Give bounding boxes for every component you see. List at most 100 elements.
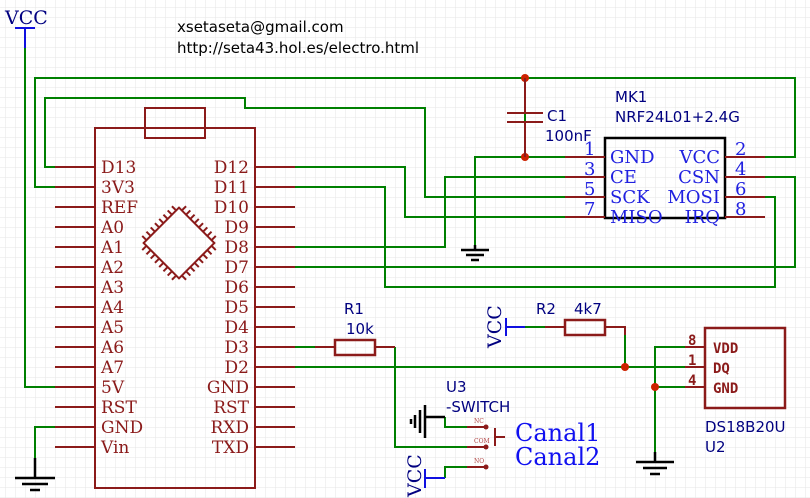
pin-label-left: D13 — [101, 158, 136, 178]
pin-label-right: D2 — [225, 358, 249, 378]
pin-number: 1 — [688, 353, 696, 369]
r1-ref: R1 — [344, 300, 364, 318]
u2-value: DS18B20U — [705, 418, 786, 436]
pin-label-left: A5 — [100, 318, 124, 338]
pin-label-left: A0 — [100, 218, 124, 238]
wire-vcc-5v — [24, 48, 55, 388]
pin-label-left: A3 — [100, 278, 124, 298]
pin-label-left: A6 — [100, 338, 124, 358]
r2-value: 4k7 — [574, 300, 602, 318]
pin-number: 8 — [735, 199, 746, 220]
pin-name: MOSI — [667, 187, 720, 208]
pin-label-left: REF — [101, 198, 138, 218]
wire-vdd-gnd — [654, 346, 685, 388]
pin-name: CE — [610, 167, 637, 188]
pin-label-right: D12 — [214, 158, 249, 178]
wire-arduino-gnd — [34, 426, 55, 458]
switch-u3[interactable]: U3 -SWITCH NC COM NO Canal1 Canal2 VCC — [404, 378, 600, 498]
wire-d12-miso — [295, 166, 565, 218]
mk1-ref: MK1 — [615, 88, 647, 106]
r1-value: 10k — [346, 320, 374, 338]
pin-label-left: A7 — [100, 358, 124, 378]
mk1-value: NRF24L01+2.4G — [615, 108, 740, 126]
c1-value: 100nF — [545, 127, 592, 145]
pin-name: IRQ — [685, 207, 720, 228]
pin-name: NO — [474, 458, 484, 465]
u2-ref: U2 — [705, 438, 726, 456]
wire-d13-sck — [44, 97, 565, 198]
r2-ref: R2 — [536, 300, 556, 318]
pin-label-left: 5V — [101, 378, 125, 398]
capacitor-c1[interactable]: C1 100nF — [507, 78, 592, 157]
vcc-label: VCC — [484, 305, 506, 349]
pin-name: GND — [610, 147, 655, 168]
wire-r1-com — [394, 347, 467, 448]
wire-ce-d8 — [295, 176, 565, 248]
pin-label-left: A1 — [100, 238, 124, 258]
pin-label-right: D11 — [214, 178, 249, 198]
pin-label-left: GND — [101, 418, 143, 438]
pin-name: COM — [474, 438, 490, 445]
wire-mosi-d11 — [295, 186, 776, 288]
pin-number: 7 — [584, 199, 595, 220]
pin-name: MISO — [610, 207, 663, 228]
usb-connector — [144, 107, 206, 139]
pin-label-right: RST — [213, 398, 249, 418]
vcc-symbol-top: VCC — [4, 7, 48, 48]
pin-number: 8 — [688, 333, 696, 349]
pin-label-right: D10 — [214, 198, 249, 218]
ground-icon — [409, 405, 445, 438]
pin-label-right: D7 — [225, 258, 249, 278]
pin-contact — [483, 444, 489, 450]
arduino-nano[interactable]: D133V3REFA0A1A2A3A4A5A6A75VRSTGNDVinD12D… — [55, 107, 295, 489]
resistor-r2[interactable]: VCC R2 4k7 — [484, 300, 626, 349]
vcc-label: VCC — [4, 7, 48, 29]
u3-value: -SWITCH — [446, 398, 510, 416]
pin-label-left: 3V3 — [101, 178, 135, 198]
pin-label-left: A2 — [100, 258, 124, 278]
pin-number: 1 — [584, 139, 595, 160]
credit-email: xsetaseta@gmail.com — [177, 18, 344, 36]
pin-name: VDD — [713, 341, 738, 357]
pin-label-right: D9 — [225, 218, 249, 238]
pin-name: NC — [474, 418, 484, 425]
wire-csn-d7 — [295, 176, 796, 268]
pin-contact — [483, 464, 489, 470]
pin-name: GND — [713, 381, 738, 397]
junction — [651, 383, 659, 391]
pin-label-right: D8 — [225, 238, 249, 258]
pin-label-right: RXD — [210, 418, 249, 438]
vcc-label: VCC — [404, 454, 426, 498]
wire-nc-gnd — [444, 417, 467, 428]
c1-ref: C1 — [547, 107, 567, 125]
pin-number: 3 — [584, 159, 595, 180]
switch-actuator — [494, 428, 505, 446]
ground-icon — [636, 452, 674, 476]
pin-name: SCK — [610, 187, 650, 208]
wire-gnd-nrf — [474, 156, 565, 245]
pin-label-right: GND — [207, 378, 249, 398]
pin-name: DQ — [713, 361, 730, 377]
resistor-r1[interactable]: R1 10k — [315, 300, 395, 357]
pin-number: 5 — [584, 179, 595, 200]
pin-label-left: A4 — [100, 298, 124, 318]
u3-ref: U3 — [446, 378, 467, 396]
pin-label-right: D6 — [225, 278, 249, 298]
canal1-label: Canal1 — [515, 419, 600, 447]
wire-no-vcc — [444, 466, 467, 478]
chip-icon — [141, 205, 217, 281]
pin-label-left: Vin — [100, 438, 129, 458]
pin-number: 4 — [688, 373, 696, 389]
credit-url: http://seta43.hol.es/electro.html — [177, 39, 419, 57]
pin-label-left: RST — [101, 398, 137, 418]
canal2-label: Canal2 — [515, 443, 600, 471]
pin-label-right: D5 — [225, 298, 249, 318]
pin-label-right: TXD — [212, 438, 249, 458]
ground-icon — [15, 458, 55, 492]
pin-number: 4 — [735, 159, 746, 180]
wire-3v3-vcc — [34, 77, 796, 188]
